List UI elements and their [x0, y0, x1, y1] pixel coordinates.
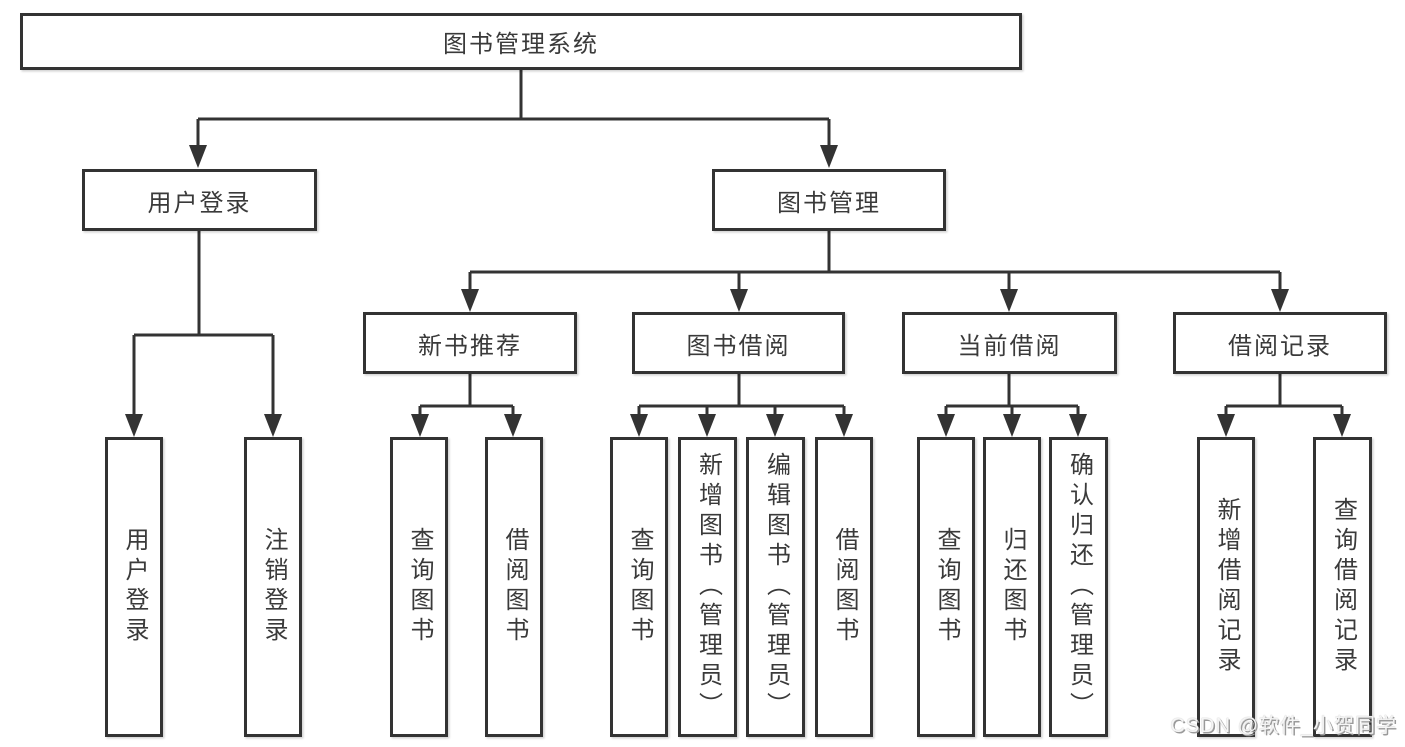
- leaf-add-books-admin: 新增图书（管理员）: [678, 437, 737, 737]
- node-label: 图书借阅: [686, 332, 791, 360]
- node-current-borrowing: 当前借阅: [902, 312, 1117, 374]
- leaf-label: 确认归还（管理员）: [1065, 452, 1093, 722]
- leaf-edit-books-admin: 编辑图书（管理员）: [746, 437, 805, 737]
- leaf-user-login: 用户登录: [105, 437, 163, 737]
- node-label: 用户登录: [147, 189, 252, 217]
- leaf-query-books-borrowing: 查询图书: [610, 437, 668, 737]
- leaf-label: 借阅图书: [501, 527, 528, 647]
- node-label: 图书管理系统: [443, 31, 599, 58]
- leaf-label: 查询图书: [406, 527, 433, 647]
- leaf-query-borrow-record: 查询借阅记录: [1313, 437, 1372, 737]
- node-book-borrowing: 图书借阅: [632, 312, 845, 374]
- leaf-label: 注销登录: [260, 527, 287, 647]
- leaf-label: 编辑图书（管理员）: [762, 452, 790, 722]
- node-user-login: 用户登录: [82, 169, 317, 231]
- node-label: 当前借阅: [957, 332, 1062, 360]
- node-label: 借阅记录: [1228, 332, 1332, 360]
- node-label: 新书推荐: [418, 332, 522, 360]
- csdn-watermark: CSDN @软件_小贺同学: [1170, 715, 1397, 737]
- leaf-label: 查询图书: [626, 527, 653, 647]
- leaf-borrow-books-recommend: 借阅图书: [485, 437, 543, 737]
- node-borrowing-records: 借阅记录: [1173, 312, 1387, 374]
- leaf-confirm-return-admin: 确认归还（管理员）: [1049, 437, 1108, 737]
- leaf-query-books-current: 查询图书: [917, 437, 975, 737]
- leaf-label: 新增图书（管理员）: [694, 452, 722, 722]
- node-book-management: 图书管理: [712, 169, 946, 231]
- leaf-label: 借阅图书: [831, 527, 858, 647]
- leaf-label: 用户登录: [121, 527, 148, 647]
- leaf-logout: 注销登录: [244, 437, 302, 737]
- leaf-label: 查询图书: [933, 527, 960, 647]
- leaf-add-borrow-record: 新增借阅记录: [1197, 437, 1255, 737]
- leaf-borrow-books: 借阅图书: [815, 437, 873, 737]
- leaf-label: 查询借阅记录: [1329, 497, 1357, 677]
- leaf-query-books-recommend: 查询图书: [390, 437, 448, 737]
- node-label: 图书管理: [777, 189, 881, 217]
- leaf-label: 新增借阅记录: [1213, 497, 1240, 677]
- node-new-book-recommendation: 新书推荐: [363, 312, 577, 374]
- node-library-management-system: 图书管理系统: [20, 13, 1022, 70]
- leaf-label: 归还图书: [999, 527, 1026, 647]
- leaf-return-books: 归还图书: [983, 437, 1041, 737]
